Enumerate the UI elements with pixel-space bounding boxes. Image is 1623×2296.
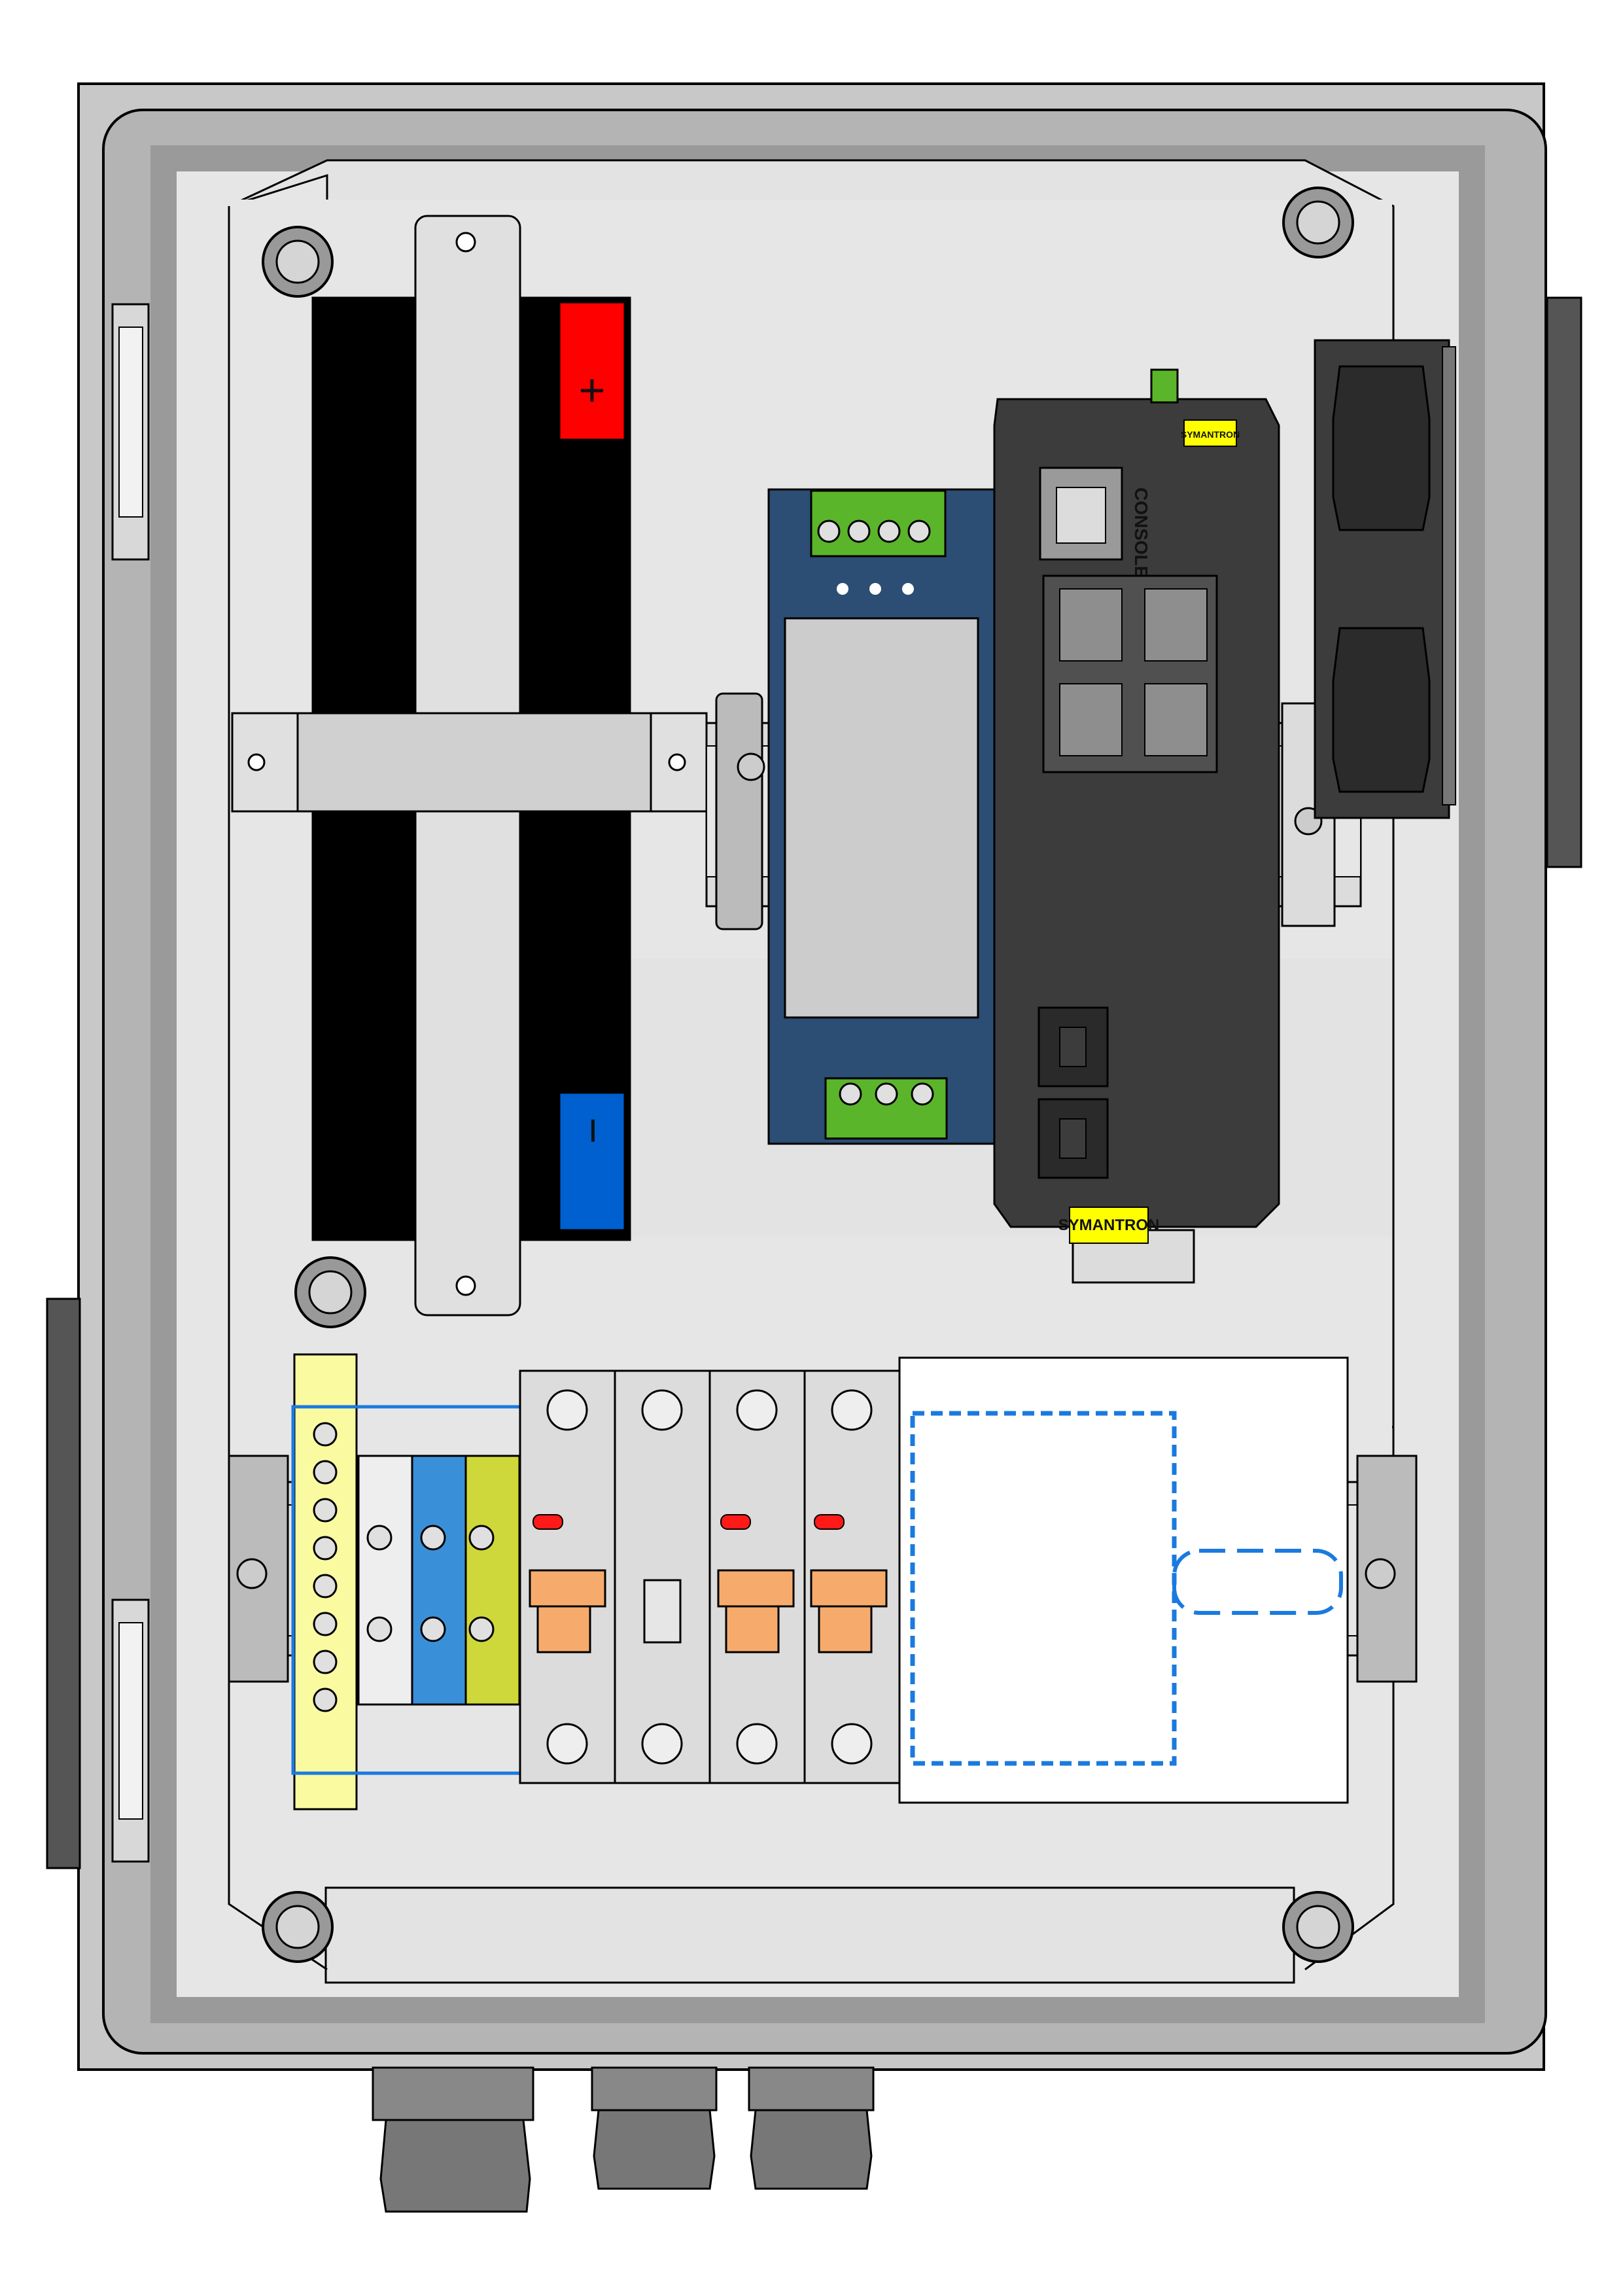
left-hinge-bottom	[111, 1598, 150, 1863]
mounting-nut-top-left	[262, 226, 334, 298]
switch-brand-tag-top: SYMANTRON	[1181, 419, 1240, 447]
console-label: CONSOLE	[1131, 487, 1151, 578]
mounting-nut-bottom-right	[1282, 1891, 1354, 1963]
cable-gland-medium	[591, 2066, 718, 2190]
cable-gland-small	[748, 2066, 875, 2190]
switch-brand-bottom: SYMANTRON	[1058, 1216, 1160, 1234]
circuit-breaker-1	[519, 1369, 616, 1784]
left-hinge-top	[111, 303, 150, 561]
cable-gland-large	[372, 2066, 534, 2213]
battery-plus-symbol: +	[579, 364, 606, 415]
power-supply-output-terminal	[810, 489, 947, 557]
terminal-block-earth	[464, 1455, 521, 1706]
battery-strap-horizontal	[231, 712, 708, 813]
circuit-breaker-2	[614, 1369, 711, 1784]
left-latch	[46, 1298, 81, 1869]
spare-module-space	[898, 1356, 1349, 1804]
vent-grille	[1314, 339, 1456, 819]
terminal-block-grey	[357, 1455, 413, 1706]
circuit-breaker-3	[708, 1369, 806, 1784]
mounting-nut-middle-left	[294, 1256, 366, 1328]
battery-minus-symbol: −	[568, 1118, 619, 1144]
din-end-stop-upper-left	[715, 692, 765, 930]
mounting-nut-top-right	[1282, 186, 1354, 258]
switch-brand-top: SYMANTRON	[1181, 429, 1240, 440]
din-end-stop-lower-left	[228, 1455, 289, 1683]
sfp-port-1	[1038, 1006, 1109, 1087]
power-supply-input-terminal	[824, 1077, 948, 1140]
earth-busbar	[293, 1353, 358, 1810]
console-port: CONSOLE	[1039, 467, 1151, 578]
terminal-block-neutral	[411, 1455, 467, 1706]
circuit-breaker-4	[803, 1369, 901, 1784]
din-end-stop-lower-right	[1356, 1455, 1418, 1683]
rj45-port-block	[1042, 574, 1218, 773]
sfp-port-2	[1038, 1098, 1109, 1179]
power-supply	[767, 488, 996, 1145]
right-latch	[1546, 296, 1582, 868]
switch-brand-tag-bottom: SYMANTRON	[1058, 1207, 1160, 1244]
mounting-nut-bottom-left	[262, 1891, 334, 1963]
